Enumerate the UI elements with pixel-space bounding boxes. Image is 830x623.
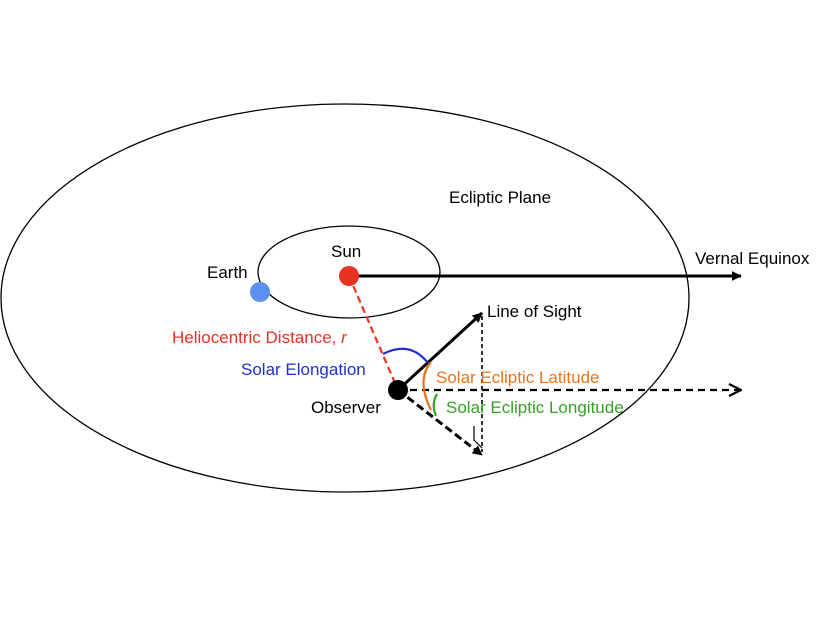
heliocentric-distance-label: Heliocentric Distance, r [172, 328, 348, 347]
solar-elongation-arc [382, 347, 429, 364]
ecliptic-plane-ellipse [0, 103, 690, 493]
heliocentric-distance-text: Heliocentric Distance, [172, 328, 341, 347]
earth-dot [250, 282, 270, 302]
ecliptic-projection-arrow [397, 388, 483, 457]
observer-label: Observer [311, 398, 381, 417]
line-of-sight-arrow [396, 311, 484, 392]
earth-label: Earth [207, 263, 248, 282]
observer-dot [388, 380, 408, 400]
line-of-sight-label: Line of Sight [487, 302, 582, 321]
heliocentric-r-symbol: r [341, 328, 348, 347]
sun-dot [339, 266, 359, 286]
right-angle-marker [473, 426, 483, 449]
heliocentric-distance-line [347, 275, 400, 391]
solar-elongation-label: Solar Elongation [241, 360, 366, 379]
earth-orbit-ellipse [257, 225, 441, 319]
solar-ecliptic-longitude-label: Solar Ecliptic Longitude [446, 398, 624, 417]
sun-label: Sun [331, 242, 361, 261]
ecliptic-plane-label: Ecliptic Plane [449, 188, 551, 207]
solar-ecliptic-latitude-label: Solar Ecliptic Latitude [436, 368, 599, 387]
solar-ecliptic-longitude-arc [432, 393, 438, 417]
solar-ecliptic-latitude-arc [422, 361, 432, 411]
vernal-equinox-label: Vernal Equinox [695, 249, 810, 268]
